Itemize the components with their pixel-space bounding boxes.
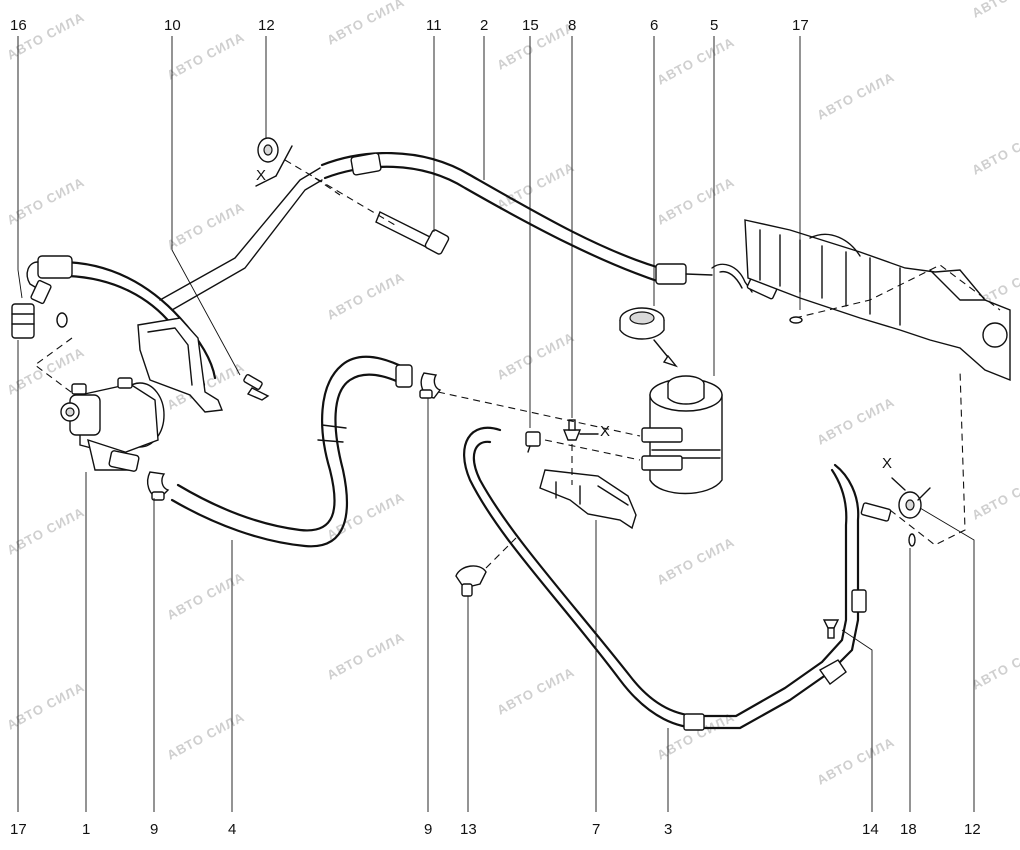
svg-text:X: X bbox=[882, 455, 892, 472]
clip-15 bbox=[525, 431, 541, 453]
watermark-text: АВТО СИЛА bbox=[164, 569, 247, 623]
watermark-text: АВТО СИЛА bbox=[969, 0, 1020, 21]
callout-7-bottom: 7 bbox=[592, 821, 600, 838]
bolt-10 bbox=[243, 374, 270, 401]
watermark-text: АВТО СИЛА bbox=[969, 469, 1020, 523]
watermark-text: АВТО СИЛА bbox=[164, 29, 247, 83]
hose-clamp-13 bbox=[455, 565, 487, 597]
callout-2-top: 2 bbox=[480, 17, 488, 34]
watermark-text: АВТО СИЛА bbox=[494, 329, 577, 383]
svg-text:X: X bbox=[600, 423, 610, 440]
watermark-text: АВТО СИЛА bbox=[324, 269, 407, 323]
bolt-11 bbox=[375, 211, 450, 255]
watermark-text: АВТО СИЛА bbox=[654, 34, 737, 88]
steering-rack bbox=[744, 219, 1011, 382]
callout-1-bottom: 1 bbox=[82, 821, 90, 838]
watermark-text: АВТО СИЛА bbox=[324, 489, 407, 543]
axis-marker-top: X bbox=[255, 145, 293, 187]
callout-6-top: 6 bbox=[650, 17, 658, 34]
watermark-text: АВТО СИЛА bbox=[4, 504, 87, 558]
o-ring-17-right bbox=[789, 316, 803, 324]
leader-lines bbox=[17, 36, 975, 812]
hose-4-suction bbox=[170, 355, 413, 548]
watermark-text: АВТО СИЛА bbox=[654, 174, 737, 228]
nut-12-bottom bbox=[898, 491, 922, 519]
watermark-text: АВТО СИЛА bbox=[494, 159, 577, 213]
callout-18-bottom: 18 bbox=[900, 821, 917, 838]
watermark-text: АВТО СИЛА bbox=[814, 734, 897, 788]
hose-bracket bbox=[137, 317, 223, 413]
watermark-text: АВТО СИЛА bbox=[654, 534, 737, 588]
watermark-text: АВТО СИЛА bbox=[969, 124, 1020, 178]
screw-8 bbox=[562, 419, 582, 441]
watermark-text: АВТО СИЛА bbox=[814, 69, 897, 123]
callout-10-top: 10 bbox=[164, 17, 181, 34]
watermark-text: АВТО СИЛА bbox=[969, 639, 1020, 693]
watermark-text: АВТО СИЛА bbox=[814, 394, 897, 448]
callout-17-bottom: 17 bbox=[10, 821, 27, 838]
reservoir-cap bbox=[619, 307, 665, 340]
callout-8-top: 8 bbox=[568, 17, 576, 34]
watermark-text: АВТО СИЛА bbox=[164, 199, 247, 253]
callout-9-bottom-right: 9 bbox=[424, 821, 432, 838]
screw-14 bbox=[822, 619, 840, 639]
callout-9-bottom-left: 9 bbox=[150, 821, 158, 838]
power-steering-pump bbox=[60, 377, 165, 472]
union-fitting-16 bbox=[11, 279, 52, 339]
o-ring-18 bbox=[908, 533, 916, 547]
hose-clip-9-right bbox=[419, 372, 442, 399]
axis-marker-right: X bbox=[882, 455, 931, 501]
watermark-text: АВТО СИЛА bbox=[4, 679, 87, 733]
hose-2-pressure-line bbox=[26, 151, 778, 387]
callout-4-bottom: 4 bbox=[228, 821, 236, 838]
svg-text:X: X bbox=[256, 167, 266, 184]
watermark-text: АВТО СИЛА bbox=[324, 629, 407, 683]
callout-16-top: 16 bbox=[10, 17, 27, 34]
fluid-reservoir bbox=[641, 375, 723, 495]
callout-12-top: 12 bbox=[258, 17, 275, 34]
watermark-text: АВТО СИЛА bbox=[164, 709, 247, 763]
callout-labels: 16 10 12 11 2 15 8 6 5 17 17 1 9 4 9 13 … bbox=[10, 17, 981, 838]
callout-5-top: 5 bbox=[710, 17, 718, 34]
callout-15-top: 15 bbox=[522, 17, 539, 34]
callout-3-bottom: 3 bbox=[664, 821, 672, 838]
hose-3-return bbox=[463, 426, 892, 731]
axis-marker-mid: X bbox=[579, 423, 610, 440]
o-ring-17-left bbox=[56, 312, 68, 328]
callout-13-bottom: 13 bbox=[460, 821, 477, 838]
callout-17-top: 17 bbox=[792, 17, 809, 34]
nut-12-top bbox=[257, 137, 279, 163]
callout-12-bottom: 12 bbox=[964, 821, 981, 838]
callout-14-bottom: 14 bbox=[862, 821, 879, 838]
callout-11-top: 11 bbox=[426, 17, 442, 34]
watermark-text: АВТО СИЛА bbox=[324, 0, 407, 48]
reservoir-bracket bbox=[539, 469, 637, 530]
watermark-text: АВТО СИЛА bbox=[494, 664, 577, 718]
hose-clip-9-left bbox=[147, 471, 170, 501]
watermark-text: АВТО СИЛА bbox=[4, 174, 87, 228]
